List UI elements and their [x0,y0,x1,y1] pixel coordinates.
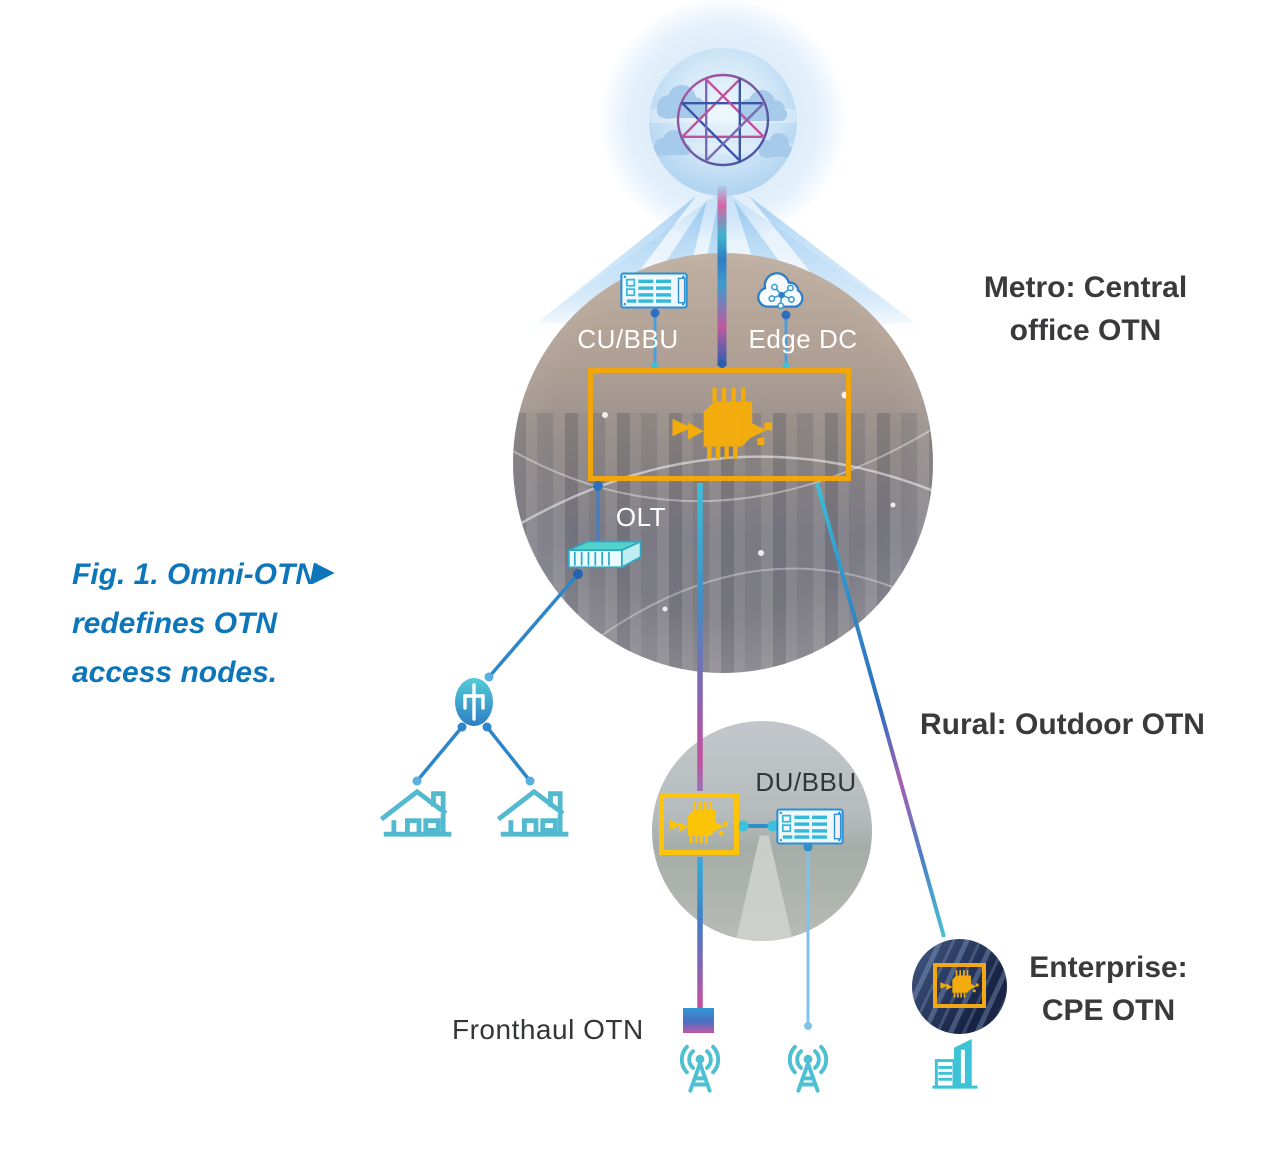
house-icon [497,784,575,840]
rural-region-title: Rural: Outdoor OTN [920,708,1205,741]
caption-line2: redefines OTN [72,607,278,640]
rural-otn-frame [659,793,739,855]
house-icon [380,784,458,840]
mesh-lines [676,73,770,167]
enterprise-otn-frame [933,963,986,1008]
enterprise-title-line2: CPE OTN [1041,994,1176,1027]
otn-chip-icon [939,969,979,1000]
cu-bbu-server-icon [620,272,688,309]
optical-splitter-icon [453,676,495,728]
caption-line1: Fig. 1. Omni-OTN [72,558,317,591]
antenna-icon [672,1037,728,1097]
mesh-globe-icon [649,48,797,196]
du-bbu-label: DU/BBU [755,767,857,797]
edge-dc-cloud-icon [754,269,811,314]
fronthaul-otn-label: Fronthaul OTN [452,1014,644,1045]
edge-dc-label: Edge DC [748,324,858,354]
enterprise-title-line1: Enterprise: [1029,951,1188,984]
caption-line3: access nodes. [72,656,278,689]
globe-clouds-icon [649,85,797,158]
antenna-icon [780,1037,836,1097]
du-bbu-server-icon [776,808,844,845]
metro-region-title: Metro: Central office OTN [958,266,1213,352]
figure-caption: Fig. 1. Omni-OTN redefines OTN access no… [72,550,322,697]
enterprise-region-title: Enterprise: CPE OTN [1016,946,1201,1032]
building-icon [925,1036,987,1093]
olt-device-icon [562,538,644,576]
fronthaul-otn-node [683,1008,714,1033]
metro-otn-frame [588,368,851,481]
cu-bbu-label: CU/BBU [577,324,679,354]
otn-chip-icon [669,386,773,464]
metro-title-line2: office OTN [1009,314,1162,347]
caption-pointer-icon: ▶ [314,556,335,586]
metro-title-line1: Metro: Central [983,271,1188,304]
olt-label: OLT [615,502,667,532]
otn-chip-icon [668,801,728,846]
